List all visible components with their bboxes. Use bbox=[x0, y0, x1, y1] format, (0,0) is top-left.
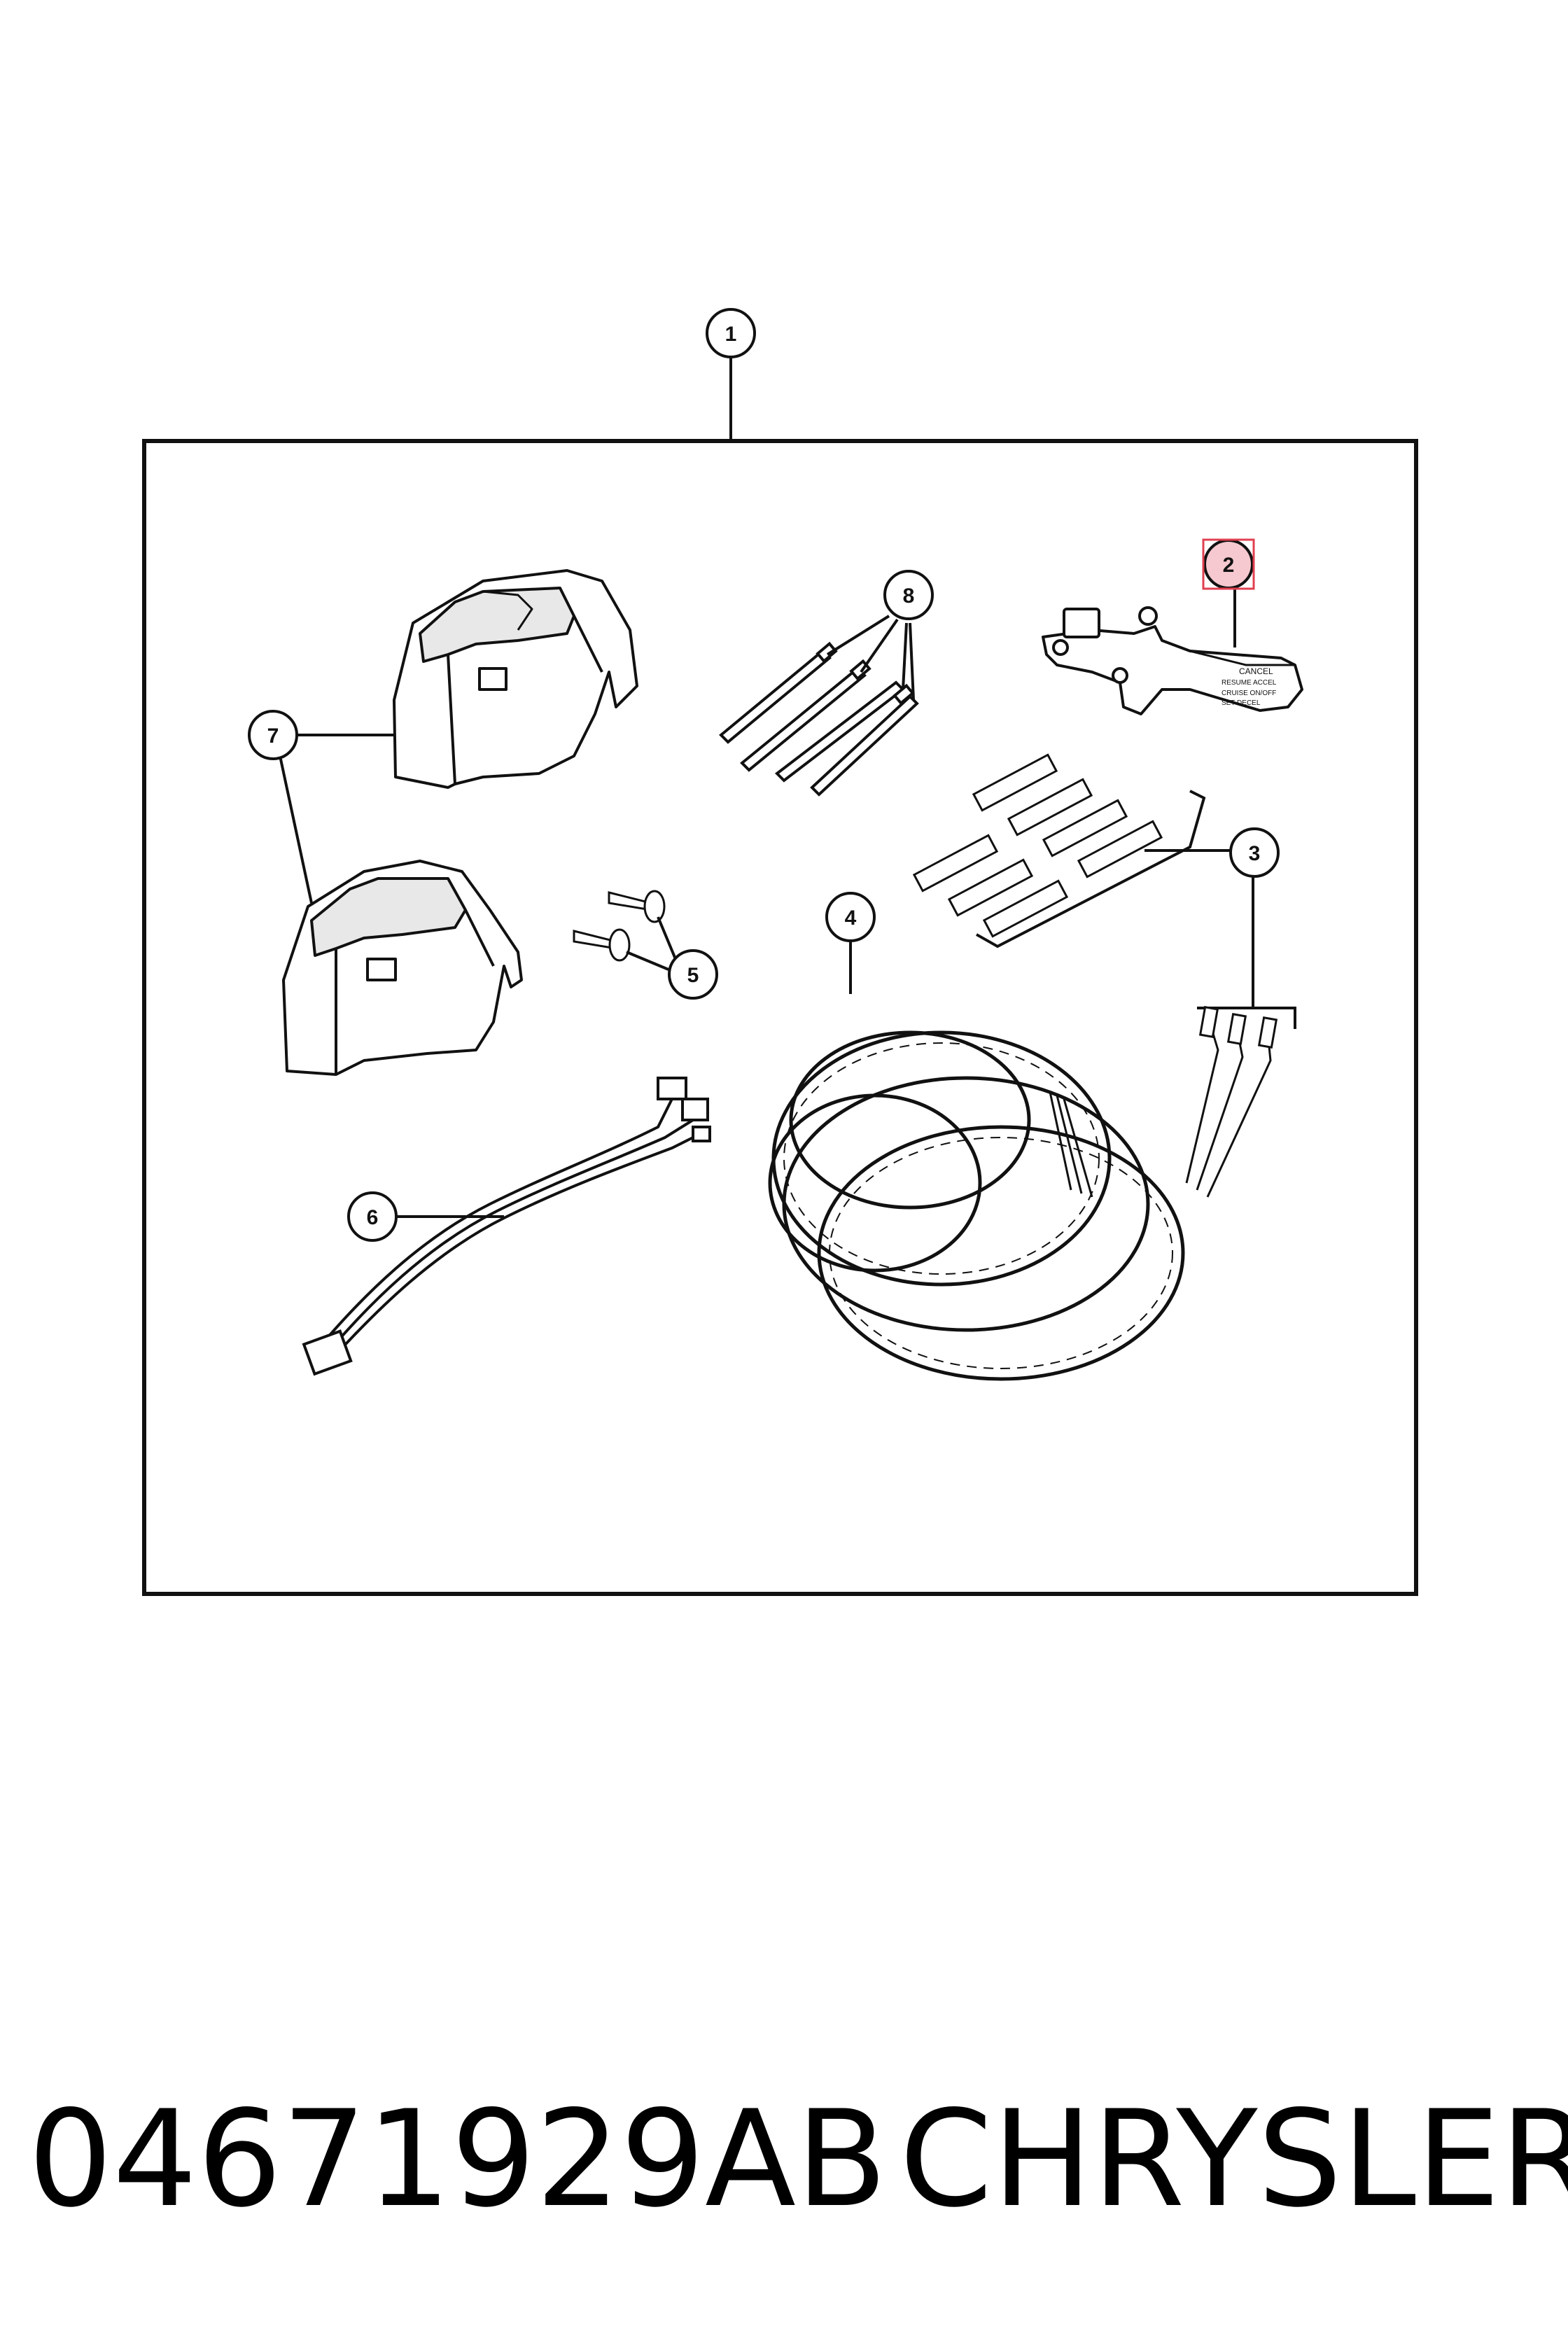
leader-5a bbox=[657, 916, 677, 960]
shroud-upper bbox=[393, 569, 638, 789]
callout-label: 4 bbox=[845, 906, 857, 930]
bracket-3a bbox=[976, 790, 1206, 948]
cruise-switch: CANCEL RESUME ACCEL CRUISE ON/OFF SET DE… bbox=[1042, 606, 1303, 715]
switch-set-text: SET DECEL bbox=[1222, 699, 1261, 707]
shroud-lower bbox=[282, 860, 523, 1076]
switch-cruise-text: CRUISE ON/OFF bbox=[1222, 690, 1276, 697]
screws bbox=[573, 890, 666, 962]
callout-2: 2 bbox=[1202, 538, 1255, 590]
callout-6: 6 bbox=[347, 1191, 398, 1242]
main-harness bbox=[768, 1030, 1185, 1381]
callout-8: 8 bbox=[883, 570, 934, 620]
callout-label: 5 bbox=[687, 964, 699, 987]
caption: 04671929AB CHRYSLER bbox=[0, 2093, 1568, 2261]
callout-label: 8 bbox=[903, 584, 915, 608]
terminals bbox=[912, 753, 1163, 938]
leader-5b bbox=[626, 951, 669, 971]
part-number: 04671929AB bbox=[28, 2082, 888, 2236]
callout-7: 7 bbox=[248, 710, 298, 760]
callout-label: 6 bbox=[367, 1206, 379, 1229]
leader-8 bbox=[826, 615, 915, 701]
terminal-wires bbox=[1185, 1006, 1278, 1198]
kit-box bbox=[142, 439, 1418, 1596]
callout-3: 3 bbox=[1229, 827, 1280, 878]
callout-1: 1 bbox=[706, 308, 756, 358]
cable-ties bbox=[719, 641, 919, 797]
callout-label: 3 bbox=[1249, 842, 1261, 865]
callout-label: 7 bbox=[267, 724, 279, 748]
callout-5: 5 bbox=[668, 949, 718, 1000]
callout-label: 2 bbox=[1223, 554, 1235, 577]
leader-7b bbox=[279, 755, 313, 904]
switch-cancel-text: CANCEL bbox=[1239, 666, 1273, 676]
callout-4: 4 bbox=[825, 892, 876, 942]
bracket-3b bbox=[1197, 1007, 1296, 1029]
jumper-harness bbox=[302, 1077, 711, 1376]
callout-label: 1 bbox=[725, 323, 737, 346]
switch-resume-text: RESUME ACCEL bbox=[1222, 679, 1277, 687]
brand-name: CHRYSLER bbox=[899, 2082, 1568, 2236]
